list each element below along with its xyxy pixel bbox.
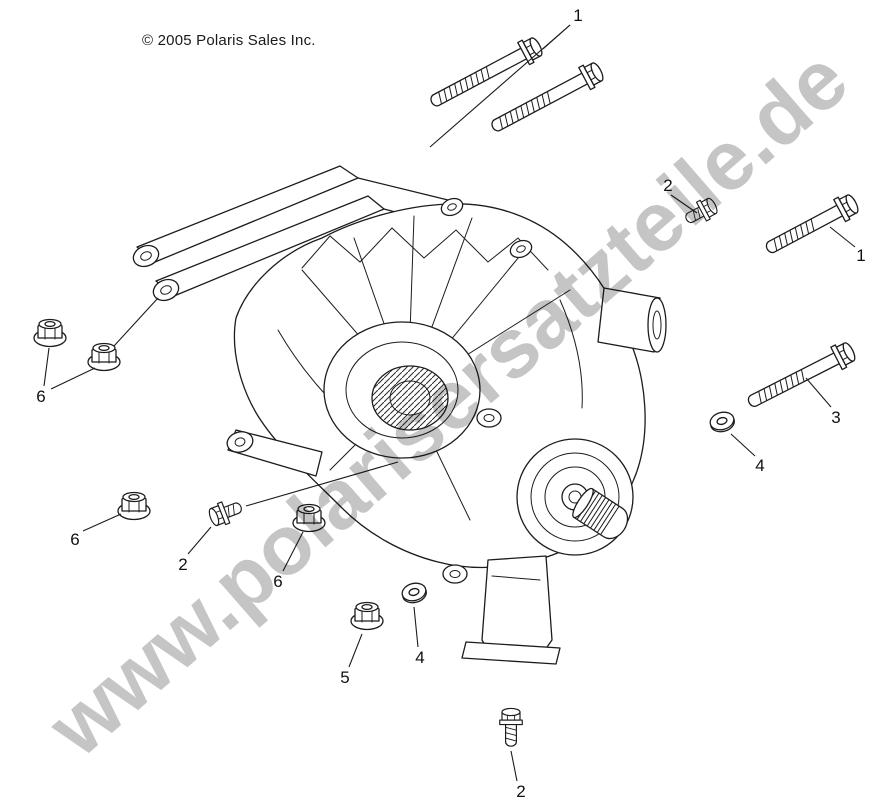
flange-nut-6a [33,318,67,348]
flange-bolt-2-left [208,501,242,527]
flange-nut-6b [87,342,121,372]
callout-label-1-2: 1 [856,246,865,265]
copyright-notice: © 2005 Polaris Sales Inc. [142,32,316,49]
mounting-bolt-1c [765,194,859,254]
callout-label-5-9: 5 [340,668,349,687]
assembly-line [113,297,159,347]
washer-4b [401,582,427,604]
mounting-bolt-1a [430,37,543,107]
callout-leader-line [670,194,698,214]
callout-leader-line [282,531,304,572]
callout-label-2-1: 2 [663,176,672,195]
callout-leader-line [43,347,50,387]
lock-nut-5 [350,601,384,631]
callout-leader-line [805,377,832,408]
flange-bolt-2-top [685,197,718,224]
callout-leader-line [82,513,122,532]
callout-label-6-5: 6 [36,387,45,406]
callout-leader-line [187,526,212,555]
flange-bolt-2-bottom [499,707,523,747]
callout-label-6-8: 6 [273,572,282,591]
callout-leader-line [348,633,363,668]
callout-leader-line [730,433,756,457]
mounting-bolt-3 [747,342,856,408]
flange-nut-6d [292,503,326,533]
callout-leader-line [50,367,96,390]
callout-label-1-0: 1 [573,6,582,25]
callout-label-2-7: 2 [178,555,187,574]
callout-label-2-11: 2 [516,782,525,801]
washer-4a [709,411,735,433]
callout-label-3-3: 3 [831,408,840,427]
gearcase-drawing [132,165,667,665]
callout-leader-line [413,606,419,648]
callout-label-4-4: 4 [755,456,764,475]
mounting-bolt-1b [491,62,604,132]
callout-leader-line [510,750,518,782]
assembly-line [245,461,399,507]
callout-leader-line [429,24,571,148]
callout-label-4-10: 4 [415,648,424,667]
callout-leader-line [829,226,856,248]
hardware-and-callouts-layer: 1 2 1 3 4 6 6 2 6 5 4 2 [33,6,866,801]
callout-label-6-6: 6 [70,530,79,549]
flange-nut-6c [117,491,151,521]
